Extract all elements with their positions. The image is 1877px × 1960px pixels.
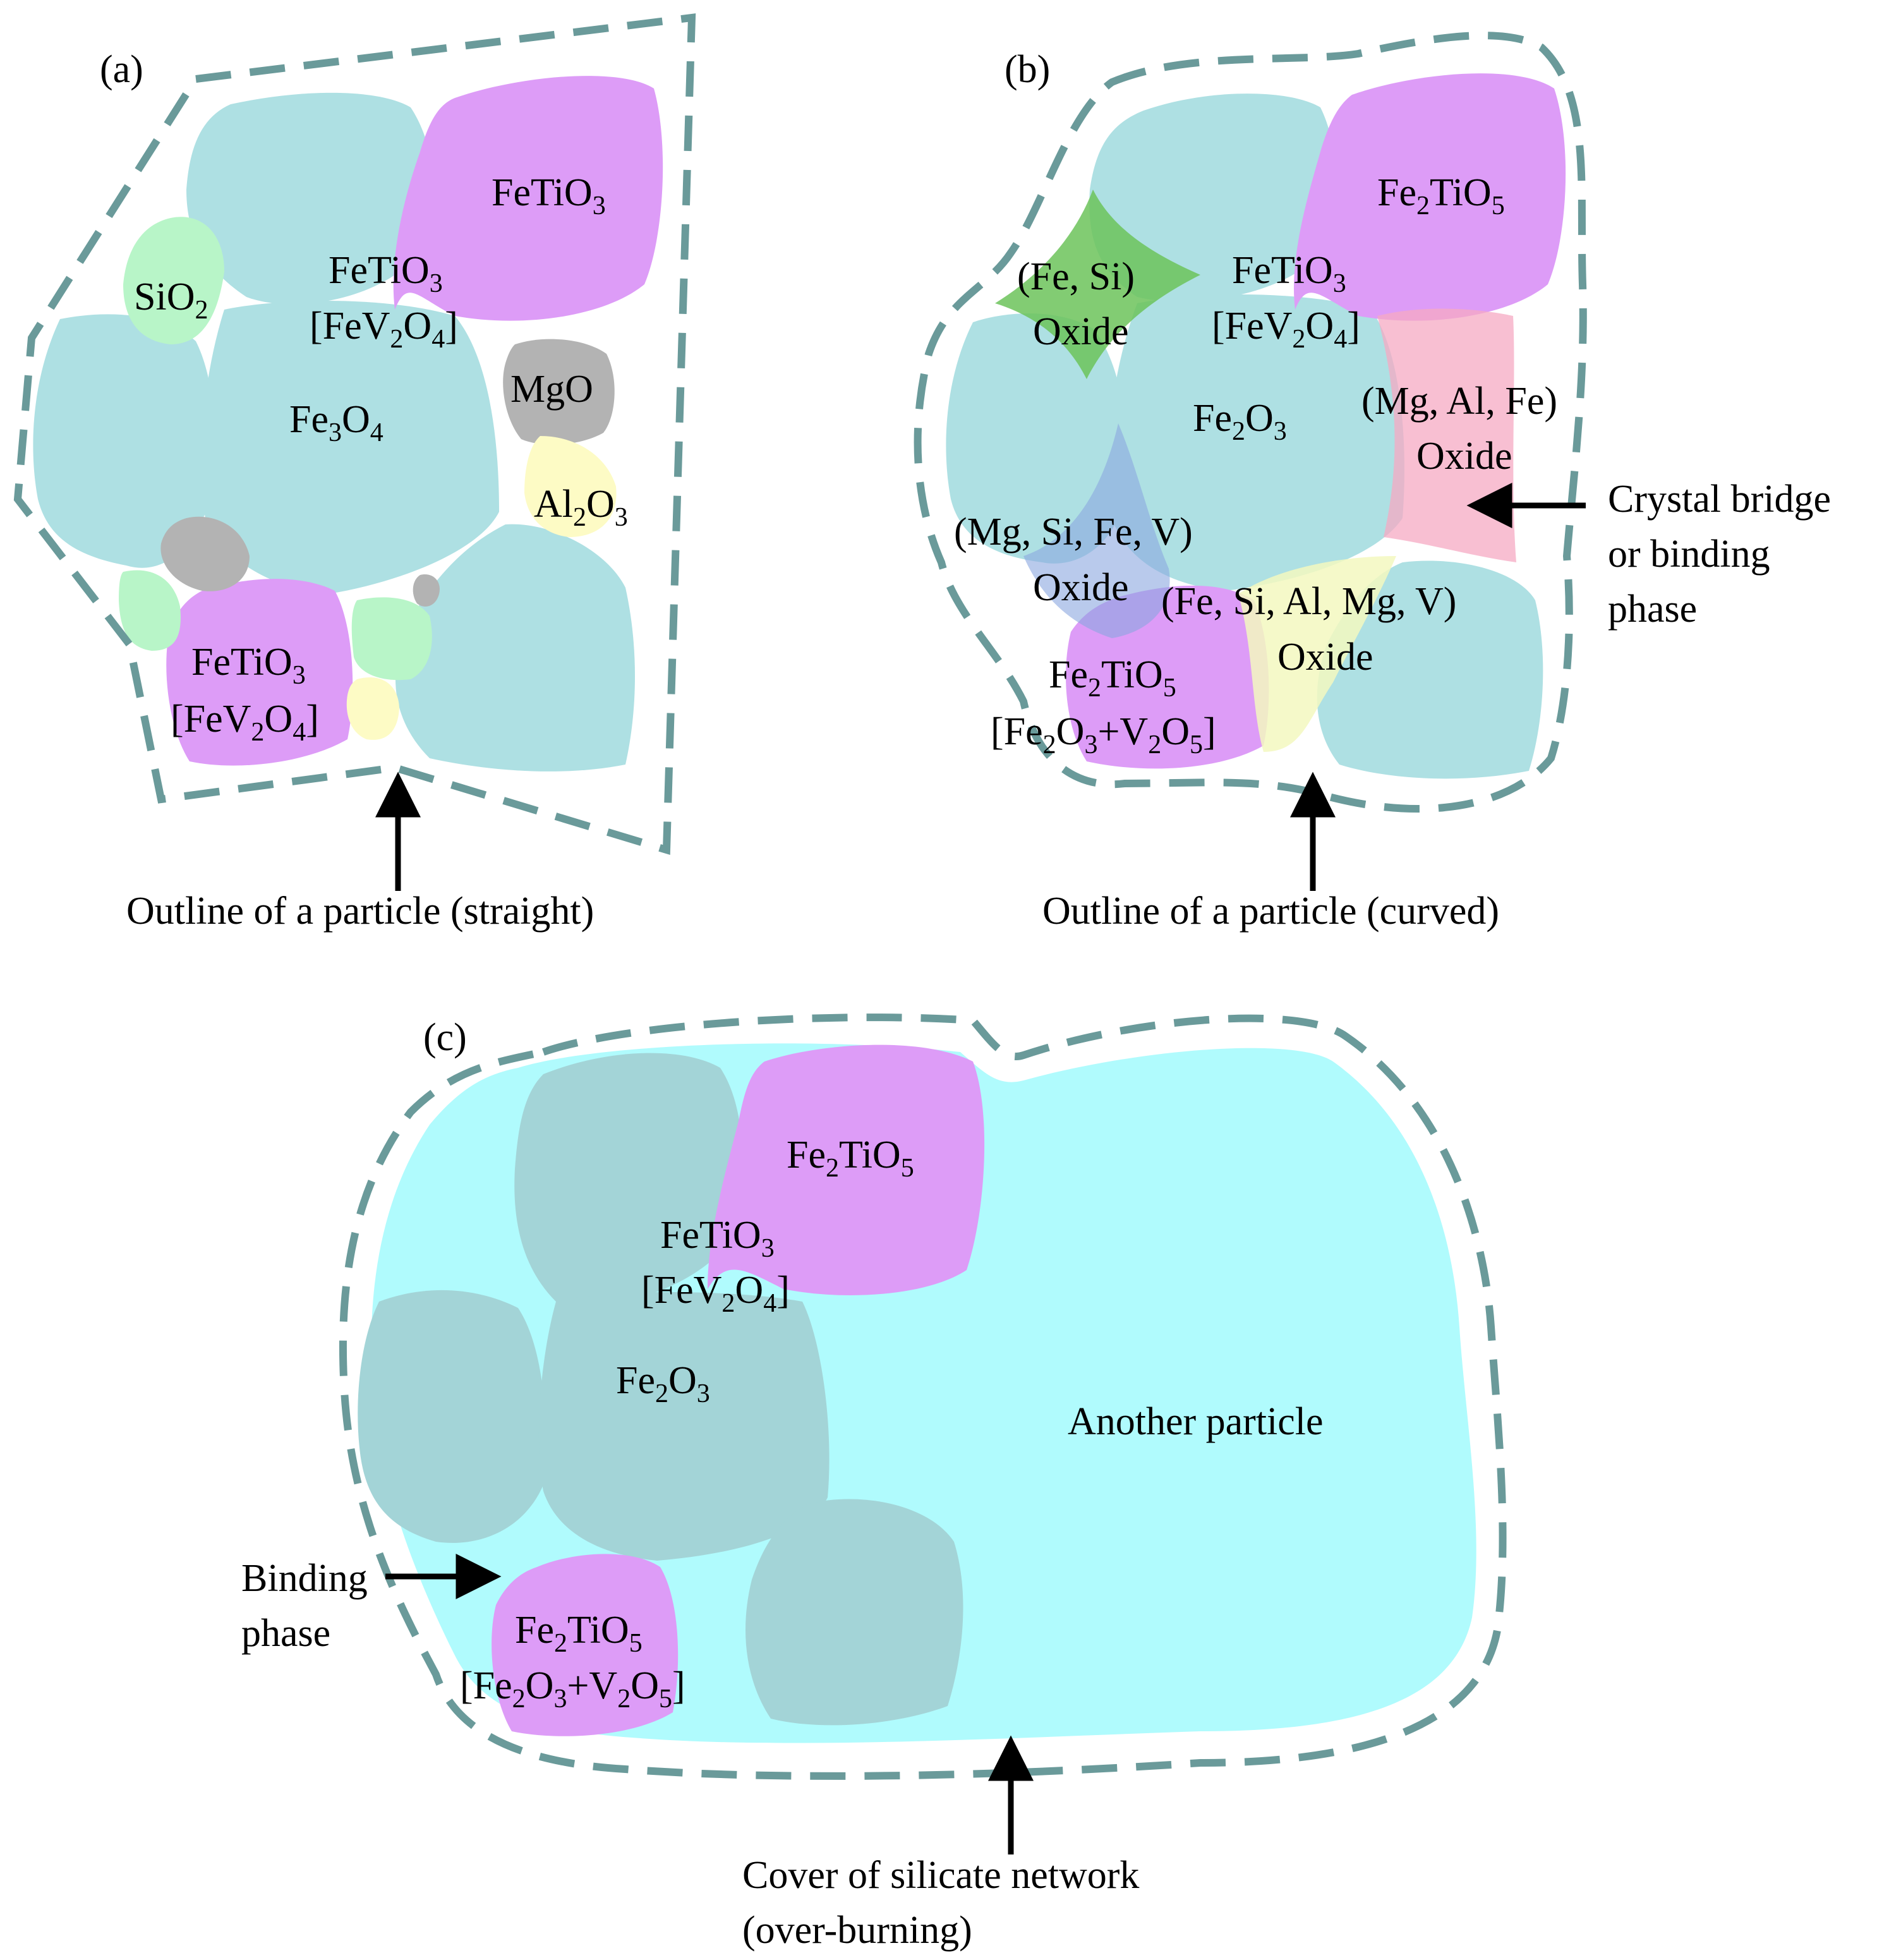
mgo-a-2 bbox=[160, 516, 250, 591]
label-fe-si-al-mg-v-oxide-2: Oxide bbox=[1277, 636, 1373, 679]
label-mg-si-fe-v-oxide-1: (Mg, Si, Fe, V) bbox=[954, 511, 1193, 554]
grain-fe2o3-c bbox=[538, 1292, 830, 1561]
label-fev2o4-a-center: [FeV2O4] bbox=[310, 305, 458, 354]
caption-a: Outline of a particle (straight) bbox=[126, 890, 594, 933]
grain-c-top bbox=[514, 1053, 743, 1305]
label-another-particle: Another particle bbox=[1068, 1400, 1324, 1443]
label-crystal-bridge-1: Crystal bridge bbox=[1608, 478, 1831, 521]
label-binding-phase-1: Binding bbox=[241, 1557, 368, 1600]
fetio3-a-top bbox=[393, 76, 663, 321]
label-fe2tio5-b-top: Fe2TiO5 bbox=[1377, 171, 1505, 221]
label-al2o3: Al2O3 bbox=[534, 483, 628, 532]
label-fetio3-b-center: FeTiO3 bbox=[1232, 249, 1346, 298]
silicate-outline bbox=[339, 1013, 1507, 1780]
label-fe2o3-v2o5-c: [Fe2O3+V2O5] bbox=[460, 1664, 685, 1714]
label-fev2o4-c: [FeV2O4] bbox=[641, 1269, 790, 1318]
grain-c-bottom bbox=[745, 1499, 963, 1726]
grain-fe3o4 bbox=[201, 301, 499, 594]
label-fetio3-a-center: FeTiO3 bbox=[329, 249, 443, 298]
panel-b: (b) Fe2TiO5 (Fe, Si) Oxide FeTiO3 [FeV2O… bbox=[914, 32, 1831, 933]
label-fetio3-a-bottom: FeTiO3 bbox=[191, 641, 306, 690]
particle-outline-curved bbox=[914, 32, 1587, 813]
label-mgo-a: MgO bbox=[510, 368, 593, 411]
mgo-a bbox=[503, 339, 615, 445]
label-crystal-bridge-2: or binding bbox=[1608, 533, 1770, 576]
fe2tio5-c-top bbox=[708, 1044, 985, 1295]
label-fe-si-oxide-1: (Fe, Si) bbox=[1017, 255, 1135, 298]
label-fev2o4-a-bottom: [FeV2O4] bbox=[171, 698, 319, 747]
panel-a-tag: (a) bbox=[100, 48, 143, 91]
label-fe2tio5-c-top: Fe2TiO5 bbox=[787, 1134, 914, 1183]
grain-a-left bbox=[33, 314, 215, 568]
label-mg-al-fe-oxide-2: Oxide bbox=[1416, 435, 1512, 478]
label-fe3o4: Fe3O4 bbox=[289, 398, 383, 447]
panel-c: (c) Fe2TiO5 FeTiO3 [FeV2O4] Fe2O3 Anothe… bbox=[241, 1013, 1507, 1952]
mgo-a-3 bbox=[413, 574, 440, 607]
label-fe-si-oxide-2: Oxide bbox=[1033, 310, 1129, 353]
label-fe-si-al-mg-v-oxide-1: (Fe, Si, Al, Mg, V) bbox=[1161, 580, 1456, 623]
fetio3-a-bottom bbox=[166, 579, 353, 766]
grain-c-left bbox=[358, 1290, 546, 1543]
grain-fe2o3-b bbox=[1107, 294, 1404, 591]
particle-outline-straight bbox=[13, 13, 696, 856]
sio2-a-3 bbox=[351, 597, 432, 681]
label-fetio3-c: FeTiO3 bbox=[660, 1214, 775, 1263]
label-fe2tio5-c-bottom: Fe2TiO5 bbox=[515, 1609, 643, 1658]
panel-b-tag: (b) bbox=[1005, 48, 1050, 91]
fe2tio5-c-bottom bbox=[492, 1554, 679, 1736]
label-fev2o4-b-center: [FeV2O4] bbox=[1212, 305, 1360, 354]
label-fe2o3-v2o5-b: [Fe2O3+V2O5] bbox=[991, 710, 1216, 759]
label-sio2-a: SiO2 bbox=[134, 275, 208, 325]
fe-si-al-mg-v-oxide bbox=[1238, 556, 1396, 752]
label-fetio3-a-top: FeTiO3 bbox=[492, 171, 606, 221]
label-fe2tio5-b-bottom: Fe2TiO5 bbox=[1049, 653, 1176, 703]
label-crystal-bridge-3: phase bbox=[1608, 588, 1697, 631]
caption-b: Outline of a particle (curved) bbox=[1042, 890, 1499, 933]
label-mg-si-fe-v-oxide-2: Oxide bbox=[1033, 566, 1129, 609]
grain-a-top bbox=[186, 92, 435, 305]
fe-si-oxide bbox=[995, 190, 1200, 379]
caption-c-1: Cover of silicate network bbox=[742, 1854, 1139, 1897]
mg-si-fe-v-oxide bbox=[1023, 423, 1170, 638]
grain-b-right bbox=[1317, 560, 1543, 779]
grain-a-right bbox=[395, 524, 635, 771]
label-fe2o3-b: Fe2O3 bbox=[1193, 397, 1287, 446]
al2o3-a-2 bbox=[346, 677, 399, 740]
grain-b-left bbox=[946, 313, 1127, 564]
label-mg-al-fe-oxide-1: (Mg, Al, Fe) bbox=[1361, 380, 1557, 423]
al2o3-a bbox=[524, 436, 617, 537]
panel-c-tag: (c) bbox=[423, 1016, 467, 1059]
label-fe2o3-c: Fe2O3 bbox=[616, 1359, 710, 1408]
fe2tio5-b-top bbox=[1294, 73, 1566, 321]
panel-a: (a) FeTiO3 SiO2 FeTiO3 [FeV2O4] MgO Fe3O… bbox=[13, 13, 696, 933]
sio2-a-2 bbox=[119, 570, 181, 651]
caption-c-2: (over-burning) bbox=[742, 1909, 972, 1952]
sio2-a bbox=[123, 217, 224, 344]
label-binding-phase-2: phase bbox=[241, 1612, 330, 1655]
